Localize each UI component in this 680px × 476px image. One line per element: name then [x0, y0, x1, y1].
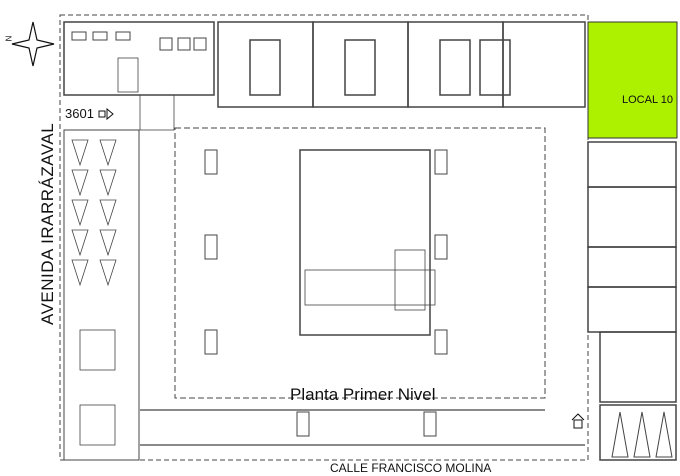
right-locals: [587, 141, 677, 461]
house-icon: [571, 413, 585, 429]
local-10-label: LOCAL 10: [622, 94, 673, 106]
top-units: [217, 21, 586, 108]
stairs: [117, 57, 436, 311]
parking-triangles-left: [71, 139, 117, 446]
central-core: [299, 149, 431, 336]
north-label: N: [4, 35, 14, 42]
left-parking: [63, 129, 140, 461]
street-label-bottom: CALLE FRANCISCO MOLINA: [330, 461, 492, 475]
street-number: 3601: [65, 106, 94, 121]
building-outline: [59, 14, 589, 461]
top-office: [63, 21, 215, 96]
local-10-highlight: [587, 21, 678, 139]
desks: [71, 31, 207, 51]
street-label-left: AVENIDA IRARRÁZAVAL: [38, 122, 57, 325]
lower-wall: [140, 409, 585, 446]
plan-title: Planta Primer Nivel: [290, 385, 436, 404]
compass-rose-icon: [11, 21, 55, 67]
columns: [204, 149, 448, 437]
central-area: [174, 127, 546, 399]
entrance-arrow-icon: [98, 107, 114, 121]
parking-triangles-right: [611, 411, 673, 458]
